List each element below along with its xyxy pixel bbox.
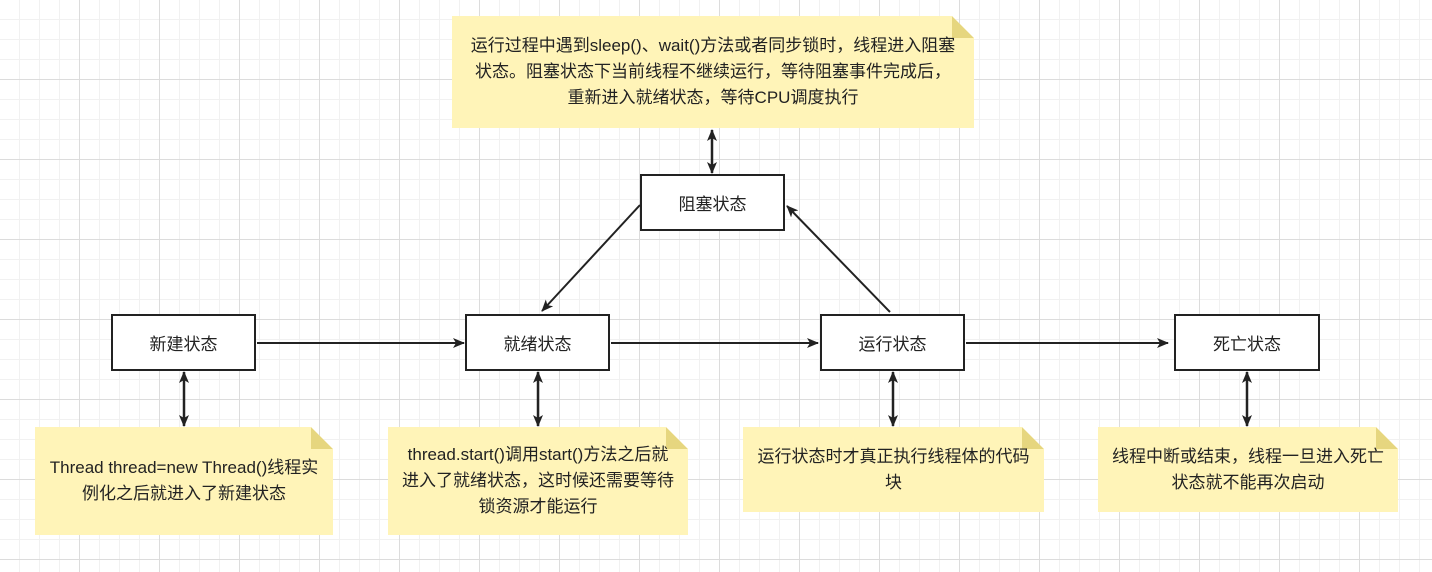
edge-blocked-to-ready (541, 204, 641, 312)
note-running-text: 运行状态时才真正执行线程体的代码块 (757, 446, 1030, 492)
note-new-text: Thread thread=new Thread()线程实例化之后就进入了新建状… (49, 458, 319, 503)
note-dead-text: 线程中断或结束，线程一旦进入死亡状态就不能再次启动 (1112, 446, 1384, 492)
note-ready-text: thread.start()调用start()方法之后就进入了就绪状态，这时候还… (402, 445, 674, 516)
state-ready[interactable]: 就绪状态 (465, 314, 610, 371)
note-dead[interactable]: 线程中断或结束，线程一旦进入死亡状态就不能再次启动 (1098, 427, 1398, 512)
note-new[interactable]: Thread thread=new Thread()线程实例化之后就进入了新建状… (35, 427, 333, 535)
state-dead[interactable]: 死亡状态 (1174, 314, 1320, 371)
state-new[interactable]: 新建状态 (111, 314, 256, 371)
state-new-label: 新建状态 (149, 335, 218, 354)
state-blocked-label: 阻塞状态 (678, 195, 747, 214)
state-blocked[interactable]: 阻塞状态 (640, 174, 785, 231)
note-blocked-text: 运行过程中遇到sleep()、wait()方法或者同步锁时，线程进入阻塞状态。阻… (470, 36, 956, 107)
state-dead-label: 死亡状态 (1213, 335, 1281, 354)
note-running[interactable]: 运行状态时才真正执行线程体的代码块 (743, 427, 1044, 512)
state-ready-label: 就绪状态 (503, 335, 572, 354)
note-ready[interactable]: thread.start()调用start()方法之后就进入了就绪状态，这时候还… (388, 427, 688, 535)
edge-running-to-blocked (786, 205, 891, 313)
state-running[interactable]: 运行状态 (820, 314, 965, 371)
note-blocked[interactable]: 运行过程中遇到sleep()、wait()方法或者同步锁时，线程进入阻塞状态。阻… (452, 16, 974, 128)
state-running-label: 运行状态 (858, 335, 927, 354)
